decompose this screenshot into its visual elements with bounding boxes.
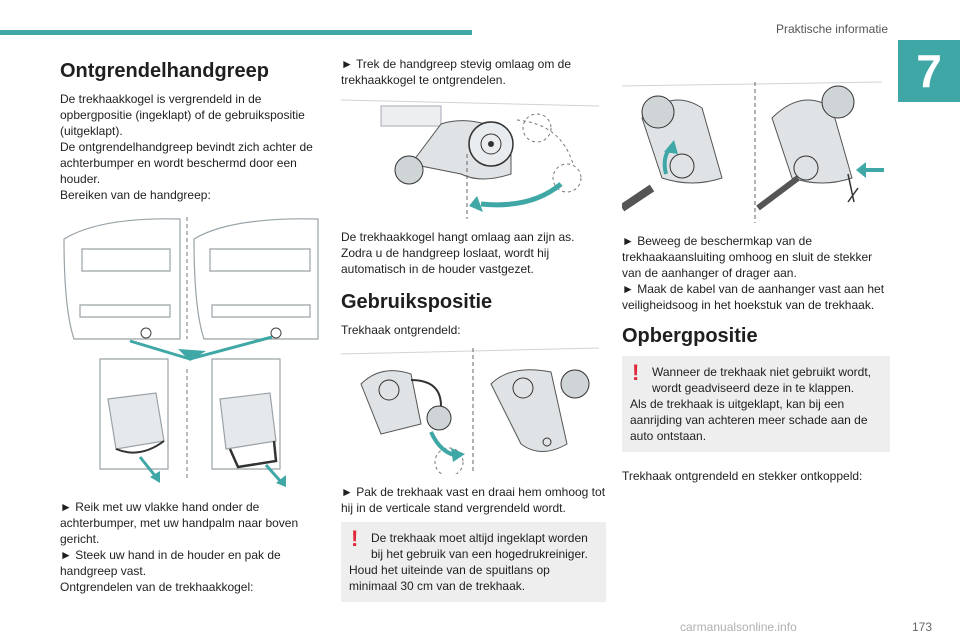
- intro-paragraph-2: De ontgrendelhandgreep bevindt zich acht…: [60, 140, 313, 186]
- warning-lead: Wanneer de trekhaak niet gebruikt wordt,…: [652, 365, 872, 395]
- warning-icon: !: [351, 526, 359, 551]
- warning-rest: Houd het uiteinde van de spuitlans op mi…: [349, 563, 550, 593]
- step-pull-handle: ► Trek de handgreep stevig omlaag om de …: [341, 57, 572, 87]
- heading-release-handle: Ontgrendelhandgreep: [60, 60, 269, 82]
- step-rotate-towbar: ► Pak de trekhaak vast en draai hem omho…: [341, 485, 606, 515]
- intro-paragraph-3: Bereiken van de handgreep:: [60, 188, 211, 202]
- paragraph-unlocked-disconnected: Trekhaak ontgrendeld en stekker ontkoppe…: [622, 469, 863, 483]
- heading-storage-position: Opbergpositie: [622, 325, 758, 347]
- warning-box-pressure-washer: ! De trekhaak moet altijd ingeklapt word…: [341, 522, 606, 602]
- step-attach-cable: ► Maak de kabel van de aanhanger vast aa…: [622, 282, 885, 312]
- column-2: ► Trek de handgreep stevig omlaag om de …: [341, 56, 606, 608]
- page-number: 173: [911, 620, 932, 634]
- chapter-number: 7: [898, 40, 960, 102]
- step-reach-under-bumper: ► Reik met uw vlakke hand onder de achte…: [60, 500, 299, 546]
- step-connect-plug: ► Beweeg de beschermkap van de trekhaaka…: [622, 234, 873, 280]
- column-3: ► Beweeg de beschermkap van de trekhaaka…: [622, 72, 890, 484]
- step-grab-handle: ► Steek uw hand in de houder en pak de h…: [60, 548, 281, 578]
- section-title: Praktische informatie: [775, 22, 888, 36]
- heading-usage-position: Gebruikspositie: [341, 291, 493, 313]
- subheading-unlocked: Trekhaak ontgrendeld:: [341, 323, 461, 337]
- figure-rotate-up: [341, 347, 600, 474]
- warning-rest: Als de trekhaak is uitgeklapt, kan bij e…: [630, 397, 868, 443]
- paragraph-ball-hangs: De trekhaakkogel hangt omlaag aan zijn a…: [341, 230, 575, 276]
- header-accent-bar: [0, 30, 472, 35]
- figure-bumper-handle: [63, 217, 319, 487]
- figure-unlocked-towball: [341, 99, 600, 219]
- intro-paragraph: De trekhaakkogel is vergrendeld in de op…: [60, 92, 305, 138]
- warning-icon: !: [632, 360, 640, 385]
- watermark-text: carmanualsonline.info: [680, 620, 797, 634]
- outro-paragraph: Ontgrendelen van de trekhaakkogel:: [60, 580, 254, 594]
- warning-box-fold-in: ! Wanneer de trekhaak niet gebruikt word…: [622, 356, 890, 452]
- column-1: Ontgrendelhandgreep De trekhaakkogel is …: [60, 56, 322, 595]
- warning-lead: De trekhaak moet altijd ingeklapt worden…: [371, 531, 588, 561]
- figure-connect-plug: [622, 81, 884, 223]
